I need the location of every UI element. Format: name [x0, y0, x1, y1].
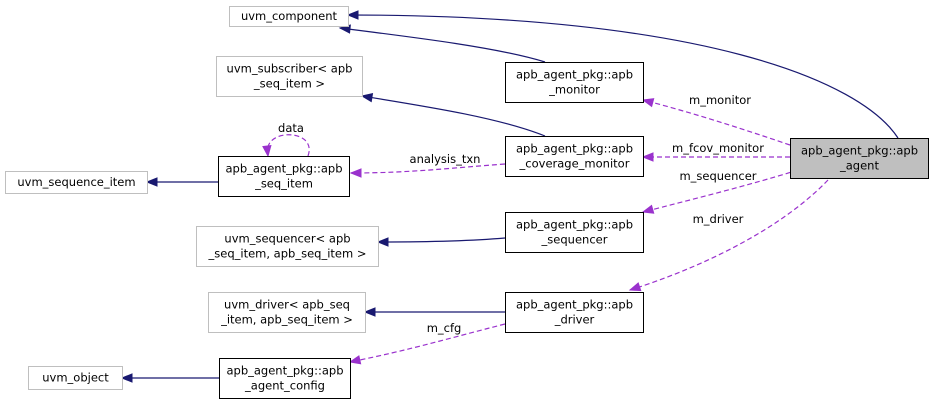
node-box	[196, 226, 379, 267]
usage-edge-apb_agent_config-to-apb_driver: m_cfg	[348, 321, 506, 365]
node-box	[216, 56, 363, 97]
node-label-line: _seq_item	[254, 177, 313, 191]
node-label-line: _agent_config	[244, 379, 325, 393]
class-node-apb-agent-config[interactable]: apb_agent_pkg::apb_agent_config	[219, 358, 351, 399]
node-box	[229, 6, 349, 27]
edge-label: m_cfg	[427, 321, 462, 335]
usage-edge-apb_sequencer-to-apb_agent: m_sequencer	[641, 169, 799, 214]
edge-line	[629, 179, 829, 291]
node-label-line: _sequencer	[541, 233, 608, 247]
edges-layer: data analysis_txn m_cfg m_monitor m_fcov_mon…	[120, 10, 899, 383]
node-box	[28, 366, 123, 390]
class-node-uvm-sequencer: uvm_sequencer< apb_seq_item, apb_seq_ite…	[196, 226, 379, 267]
node-label-line: uvm_component	[241, 9, 338, 23]
inheritance-edge-uvm_component-to-apb_agent	[346, 10, 899, 139]
node-box	[505, 212, 644, 253]
node-label-line: _driver	[554, 313, 595, 327]
inheritance-edge-uvm_sequencer-to-apb_sequencer	[376, 237, 506, 247]
edge-line	[350, 163, 506, 174]
node-box	[208, 292, 366, 333]
node-label-line: uvm_sequencer< apb	[224, 232, 350, 246]
class-node-apb-sequencer[interactable]: apb_agent_pkg::apb_sequencer	[505, 212, 644, 253]
edge-label: m_driver	[693, 212, 744, 226]
node-label-line: apb_agent_pkg::apb	[516, 218, 633, 232]
arrowhead-icon	[262, 145, 272, 158]
arrowhead-icon	[641, 98, 655, 108]
arrowhead-icon	[120, 373, 133, 383]
class-node-apb-agent[interactable]: apb_agent_pkg::apb_agent	[790, 138, 929, 179]
class-node-uvm-object: uvm_object	[28, 366, 123, 390]
usage-edge-apb_driver-to-apb_agent: m_driver	[628, 179, 829, 292]
node-box	[218, 156, 350, 197]
node-label-line: uvm_driver< apb_seq	[224, 298, 350, 312]
node-label-line: _item, apb_seq_item >	[220, 313, 353, 327]
class-node-uvm-sequence-item: uvm_sequence_item	[5, 171, 148, 194]
edge-line	[267, 134, 310, 157]
edge-line	[642, 169, 799, 213]
node-label-line: apb_agent_pkg::apb	[516, 298, 633, 312]
node-box	[505, 292, 644, 333]
arrowhead-icon	[641, 152, 654, 162]
edge-line	[347, 14, 899, 139]
edge-line	[377, 237, 506, 243]
class-node-apb-coverage-monitor[interactable]: apb_agent_pkg::apb_coverage_monitor	[505, 136, 644, 177]
class-node-apb-monitor[interactable]: apb_agent_pkg::apb_monitor	[505, 62, 644, 103]
node-label-line: apb_agent_pkg::apb	[225, 162, 342, 176]
inheritance-edge-uvm_subscriber-to-apb_coverage_monitor	[360, 92, 546, 137]
arrowhead-icon	[360, 92, 374, 103]
node-label-line: uvm_sequence_item	[17, 175, 135, 189]
node-box	[5, 171, 148, 194]
inheritance-edge-uvm_sequence_item-to-apb_seq_item	[145, 177, 218, 187]
node-label-line: _coverage_monitor	[519, 157, 630, 171]
usage-edge-apb_seq_item-to-apb_seq_item: data	[262, 121, 310, 158]
edge-label: analysis_txn	[410, 152, 481, 166]
class-node-uvm-subscriber: uvm_subscriber< apb_seq_item >	[216, 56, 363, 97]
edge-line	[642, 99, 791, 146]
edge-line	[339, 27, 546, 63]
arrowhead-icon	[145, 177, 158, 187]
node-label-line: _seq_item, apb_seq_item >	[208, 247, 367, 261]
class-node-apb-seq-item[interactable]: apb_agent_pkg::apb_seq_item	[218, 156, 350, 197]
node-label-line: apb_agent_pkg::apb	[801, 144, 918, 158]
edge-line	[361, 95, 546, 137]
node-box	[505, 136, 644, 177]
arrowhead-icon	[641, 204, 655, 214]
node-label-line: _monitor	[548, 83, 600, 97]
node-label-line: apb_agent_pkg::apb	[516, 142, 633, 156]
class-node-apb-driver[interactable]: apb_agent_pkg::apb_driver	[505, 292, 644, 333]
node-box	[790, 138, 929, 179]
usage-edge-apb_monitor-to-apb_agent: m_monitor	[641, 93, 791, 146]
edge-label: m_fcov_monitor	[672, 141, 764, 155]
usage-edge-apb_coverage_monitor-to-apb_agent: m_fcov_monitor	[641, 141, 790, 162]
arrowhead-icon	[348, 355, 362, 365]
node-label-line: apb_agent_pkg::apb	[516, 68, 633, 82]
usage-edge-apb_seq_item-to-apb_coverage_monitor: analysis_txn	[349, 152, 506, 178]
edge-label: m_sequencer	[679, 169, 756, 183]
inheritance-edge-uvm_driver-to-apb_driver	[363, 307, 505, 317]
inheritance-edge-uvm_object-to-apb_agent_config	[120, 373, 219, 383]
inheritance-edge-uvm_component-to-apb_monitor	[338, 24, 546, 63]
arrowhead-icon	[346, 10, 359, 20]
arrowhead-icon	[349, 168, 362, 178]
node-label-line: apb_agent_pkg::apb	[226, 364, 343, 378]
arrowhead-icon	[628, 282, 642, 292]
edge-line	[349, 323, 506, 363]
arrowhead-icon	[376, 237, 389, 247]
node-label-line: uvm_subscriber< apb	[227, 62, 353, 76]
edge-label: data	[278, 121, 304, 135]
node-box	[505, 62, 644, 103]
node-label-line: _agent	[839, 159, 879, 173]
class-node-uvm-driver: uvm_driver< apb_seq_item, apb_seq_item >	[208, 292, 366, 333]
class-node-uvm-component: uvm_component	[229, 6, 349, 27]
node-label-line: uvm_object	[42, 371, 109, 385]
arrowhead-icon	[363, 307, 376, 317]
node-label-line: _seq_item >	[253, 77, 325, 91]
node-box	[219, 358, 351, 399]
edge-label: m_monitor	[689, 93, 751, 107]
